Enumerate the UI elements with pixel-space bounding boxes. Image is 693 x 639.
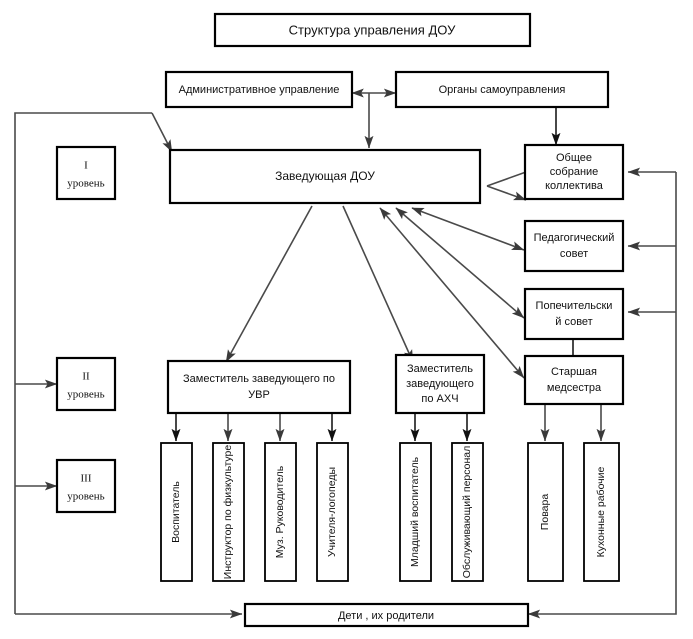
- level-1-box: I уровень: [55, 145, 117, 201]
- senior-nurse-line-1: Старшая: [551, 366, 597, 378]
- admin-management-label: Административное управление: [179, 84, 340, 96]
- staff-cooks-box[interactable]: Повара: [527, 442, 564, 582]
- staff-service-personnel-rect[interactable]: [451, 442, 484, 582]
- connector-head-senior-nurse: [379, 207, 525, 379]
- general-staff-meeting-box[interactable]: Общее собрание коллектива: [523, 143, 625, 201]
- trustee-council-line-1: Попечительски: [536, 300, 613, 312]
- staff-speech-therapists-rect[interactable]: [316, 442, 349, 582]
- level-2-box: II уровень: [55, 356, 117, 412]
- self-government-label: Органы самоуправления: [439, 84, 566, 96]
- staff-music-director-box[interactable]: Муз. Руководитель: [264, 442, 297, 582]
- general-staff-meeting-rect[interactable]: [523, 143, 625, 201]
- level-2-rect: [55, 356, 117, 412]
- staff-junior-teacher-label: Младший воспитатель: [409, 456, 421, 567]
- deputy-uvr-line-1: Заместитель заведующего по: [183, 373, 335, 385]
- staff-junior-teacher-box[interactable]: Младший воспитатель: [399, 442, 432, 582]
- admin-management-rect[interactable]: [164, 70, 354, 109]
- staff-pe-instructor-rect[interactable]: [212, 442, 245, 582]
- pedagogical-council-box[interactable]: Педагогический совет: [523, 219, 625, 273]
- pedagogical-council-rect[interactable]: [523, 219, 625, 273]
- trustee-council-line-2: й совет: [555, 316, 592, 328]
- staff-service-personnel-box[interactable]: Обслуживающий персонал: [451, 442, 484, 582]
- pedagogical-council-line-2: совет: [560, 248, 588, 260]
- staff-cooks-rect[interactable]: [527, 442, 564, 582]
- connector-head-to-deputy-uvr: [225, 205, 313, 363]
- trustee-council-box[interactable]: Попечительски й совет: [523, 287, 625, 341]
- title-box: Структура управления ДОУ: [213, 12, 532, 48]
- trustee-council-rect[interactable]: [523, 287, 625, 341]
- deputy-ahch-line-1: Заместитель: [407, 363, 473, 375]
- staff-kitchen-workers-label: Кухонные рабочие: [595, 466, 607, 557]
- connector-left-rail-to-head: [151, 112, 173, 153]
- level-1-rect: [55, 145, 117, 201]
- senior-nurse-rect[interactable]: [523, 354, 625, 406]
- staff-cooks-label: Повара: [539, 494, 551, 531]
- staff-kitchen-workers-box[interactable]: Кухонные рабочие: [583, 442, 620, 582]
- general-staff-meeting-line-3: коллектива: [545, 180, 604, 192]
- staff-speech-therapists-box[interactable]: Учителя-логопеды: [316, 442, 349, 582]
- pedagogical-council-line-1: Педагогический: [534, 232, 615, 244]
- connector-head-general-meeting-a: [486, 163, 539, 187]
- self-government-rect[interactable]: [394, 70, 610, 109]
- deputy-uvr-box[interactable]: Заместитель заведующего по УВР: [166, 359, 352, 415]
- level-3-roman: III: [81, 473, 92, 485]
- connector-right-rail: [527, 172, 677, 619]
- title-box-label: Структура управления ДОУ: [289, 22, 456, 37]
- connector-layer: [14, 88, 677, 619]
- staff-service-personnel-label: Обслуживающий персонал: [461, 446, 473, 579]
- children-parents-box[interactable]: Дети , их родители: [243, 602, 530, 628]
- staff-teacher-box[interactable]: Воспитатель: [160, 442, 193, 582]
- staff-pe-instructor-label: Инструктор по физкультуре: [222, 445, 234, 580]
- head-of-preschool-label: Заведующая ДОУ: [275, 169, 375, 183]
- staff-speech-therapists-label: Учителя-логопеды: [326, 467, 338, 557]
- senior-nurse-box[interactable]: Старшая медсестра: [523, 354, 625, 406]
- level-3-word: уровень: [67, 491, 104, 503]
- level-1-word: уровень: [67, 178, 104, 190]
- connector-head-to-deputy-ahch: [342, 205, 414, 363]
- deputy-ahch-rect[interactable]: [394, 353, 486, 415]
- staff-kitchen-workers-rect[interactable]: [583, 442, 620, 582]
- title-box-rect: [213, 12, 532, 48]
- staff-teacher-rect[interactable]: [160, 442, 193, 582]
- senior-nurse-line-2: медсестра: [547, 382, 602, 394]
- deputy-uvr-line-2: УВР: [248, 389, 270, 401]
- general-staff-meeting-line-2: собрание: [550, 166, 599, 178]
- level-3-box: III уровень: [55, 458, 117, 514]
- general-staff-meeting-line-1: Общее: [556, 152, 592, 164]
- staff-music-director-label: Муз. Руководитель: [274, 465, 286, 558]
- connector-head-general-meeting-b: [486, 185, 527, 201]
- head-of-preschool-rect[interactable]: [168, 148, 482, 205]
- head-of-preschool-box[interactable]: Заведующая ДОУ: [168, 148, 482, 205]
- admin-management-box[interactable]: Административное управление: [164, 70, 354, 109]
- children-parents-label: Дети , их родители: [338, 610, 434, 622]
- level-2-word: уровень: [67, 389, 104, 401]
- deputy-ahch-line-2: заведующего: [406, 378, 474, 390]
- deputy-ahch-line-3: по АХЧ: [421, 393, 458, 405]
- staff-teacher-label: Воспитатель: [170, 481, 182, 543]
- level-3-rect: [55, 458, 117, 514]
- connector-head-pedagogical-council: [411, 207, 525, 251]
- connector-left-rail: [14, 112, 152, 614]
- staff-junior-teacher-rect[interactable]: [399, 442, 432, 582]
- staff-pe-instructor-box[interactable]: Инструктор по физкультуре: [212, 442, 245, 582]
- deputy-uvr-rect[interactable]: [166, 359, 352, 415]
- children-parents-rect[interactable]: [243, 602, 530, 628]
- staff-music-director-rect[interactable]: [264, 442, 297, 582]
- deputy-ahch-box[interactable]: Заместитель заведующего по АХЧ: [394, 353, 486, 415]
- self-government-box[interactable]: Органы самоуправления: [394, 70, 610, 109]
- level-1-roman: I: [84, 160, 88, 172]
- level-2-roman: II: [82, 371, 90, 383]
